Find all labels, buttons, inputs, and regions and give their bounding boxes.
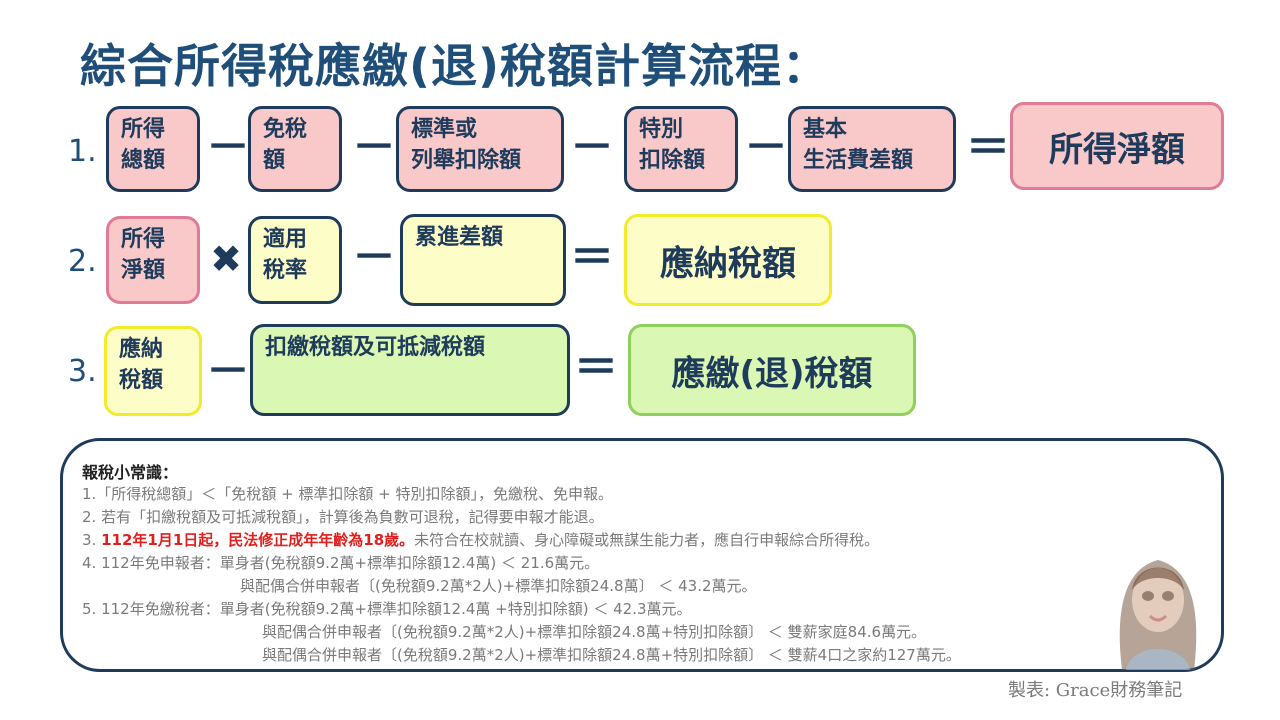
tip-line-4b: 與配偶合併申報者〔(免稅額9.2萬*2人)+標準扣除額24.8萬〕 ＜ 43.2… bbox=[240, 577, 757, 595]
box-withholding-credit-label: 扣繳稅額及可抵減稅額 bbox=[265, 335, 486, 360]
page-title: 綜合所得稅應繳(退)稅額計算流程： bbox=[80, 39, 830, 93]
box-special-deduction: 特別 扣除額 bbox=[624, 106, 738, 192]
tip-line-3-highlight: 112年1月1日起，民法修正成年年齡為18歲。 bbox=[101, 531, 415, 549]
box-tax-rate-label: 適用 稅率 bbox=[263, 227, 308, 283]
box-gross-income: 所得 總額 bbox=[106, 106, 200, 192]
tax-tips-panel bbox=[60, 438, 1224, 672]
tip-line-5b: 與配偶合併申報者〔(免稅額9.2萬*2人)+標準扣除額24.8萬+特別扣除額〕 … bbox=[262, 623, 927, 641]
box-tax-payable: 應納 稅額 bbox=[104, 326, 202, 416]
box-tax-payable-label: 應納 稅額 bbox=[119, 337, 164, 393]
row-1-number: 1. bbox=[68, 134, 97, 169]
minus-operator: － bbox=[744, 122, 788, 173]
tip-line-2: 2. 若有「扣繳稅額及可抵減稅額」，計算後為負數可退稅，記得要申報才能退。 bbox=[82, 508, 604, 526]
box-gross-income-label: 所得 總額 bbox=[121, 117, 166, 173]
row-2-number: 2. bbox=[68, 244, 97, 279]
minus-operator: － bbox=[570, 122, 614, 173]
minus-operator: － bbox=[352, 232, 396, 283]
result-net-income: 所得淨額 bbox=[1010, 102, 1224, 190]
tip-line-5c: 與配偶合併申報者〔(免稅額9.2萬*2人)+標準扣除額24.8萬+特別扣除額〕 … bbox=[262, 646, 961, 664]
box-net-income: 所得 淨額 bbox=[106, 216, 200, 304]
minus-operator: － bbox=[352, 122, 396, 173]
tip-line-1: 1.「所得稅總額」＜「免稅額 + 標準扣除額 + 特別扣除額」，免繳稅、免申報。 bbox=[82, 485, 614, 503]
multiply-operator: ✖ bbox=[210, 237, 242, 281]
tip-line-4: 4. 112年免申報者：單身者(免稅額9.2萬+標準扣除額12.4萬) ＜ 21… bbox=[82, 554, 600, 572]
box-tax-rate: 適用 稅率 bbox=[248, 216, 342, 304]
row-3-number: 3. bbox=[68, 354, 97, 389]
box-basic-living: 基本 生活費差額 bbox=[788, 106, 956, 192]
box-basic-living-label: 基本 生活費差額 bbox=[803, 117, 914, 173]
tip-line-3-prefix: 3. bbox=[82, 531, 102, 549]
box-net-income-label: 所得 淨額 bbox=[121, 227, 166, 283]
box-withholding-credit: 扣繳稅額及可抵減稅額 bbox=[250, 324, 570, 416]
box-deduction: 標準或 列舉扣除額 bbox=[396, 106, 564, 192]
result-tax-payable: 應納稅額 bbox=[624, 214, 832, 306]
tip-line-3: 3. 112年1月1日起，民法修正成年年齡為18歲。未符合在校就讀、身心障礙或無… bbox=[82, 529, 879, 550]
result-tax-due-refund: 應繳(退)稅額 bbox=[628, 324, 916, 416]
credit-text: 製表: Grace財務筆記 bbox=[1008, 680, 1183, 701]
box-progressive-difference-label: 累進差額 bbox=[415, 225, 504, 250]
box-progressive-difference: 累進差額 bbox=[400, 214, 566, 306]
tip-line-3-rest: 未符合在校就讀、身心障礙或無謀生能力者，應自行申報綜合所得稅。 bbox=[414, 531, 880, 549]
equals-operator: ＝ bbox=[574, 342, 618, 393]
box-exemption-label: 免稅 額 bbox=[263, 117, 308, 173]
tips-heading: 報稅小常識： bbox=[82, 463, 179, 482]
box-deduction-label: 標準或 列舉扣除額 bbox=[411, 117, 522, 173]
author-avatar bbox=[1119, 560, 1197, 670]
equals-operator: ＝ bbox=[966, 122, 1010, 173]
minus-operator: － bbox=[206, 122, 250, 173]
box-special-deduction-label: 特別 扣除額 bbox=[639, 117, 706, 173]
equals-operator: ＝ bbox=[570, 232, 614, 283]
tip-line-5: 5. 112年免繳稅者：單身者(免稅額9.2萬+標準扣除額12.4萬 +特別扣除… bbox=[82, 600, 692, 618]
box-exemption: 免稅 額 bbox=[248, 106, 342, 192]
minus-operator: － bbox=[206, 346, 250, 397]
